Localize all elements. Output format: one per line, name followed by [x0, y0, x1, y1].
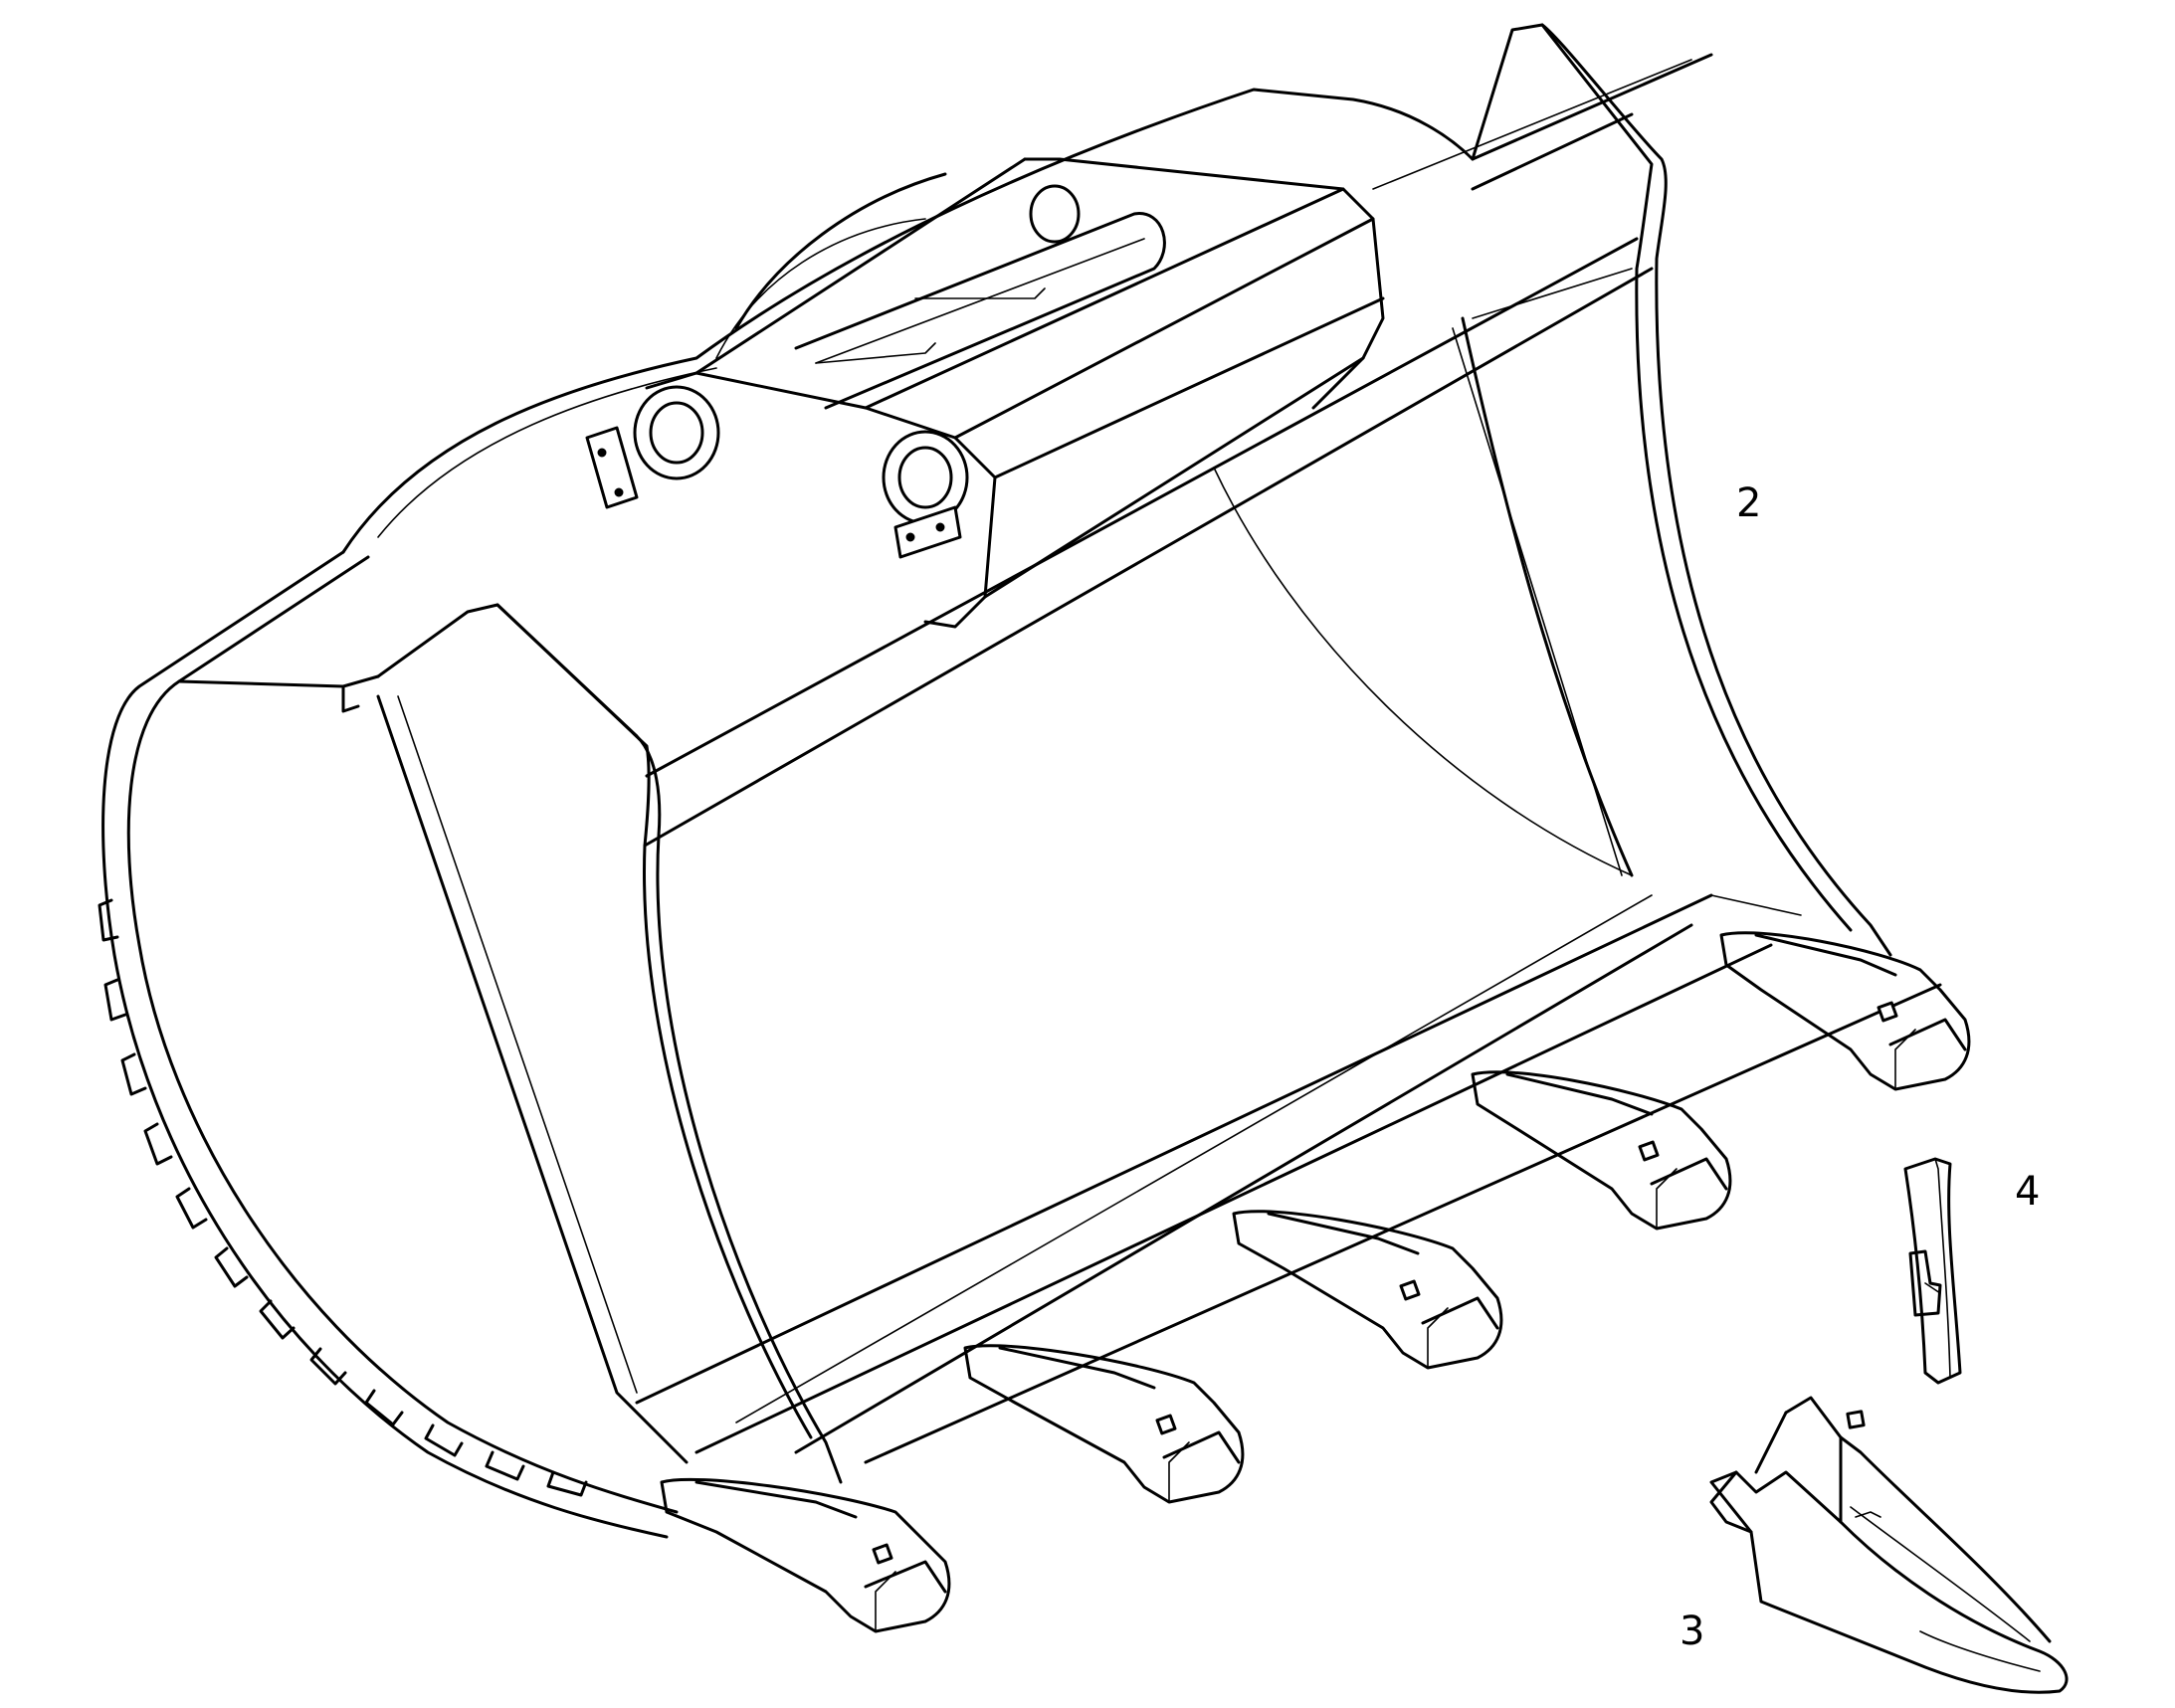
- left-lock-plate: [585, 426, 639, 509]
- top-pin-hole: [1029, 184, 1081, 244]
- tooth-4: [1471, 1070, 1732, 1231]
- part-3-tooth-tip: [1709, 1396, 2069, 1694]
- right-side-plate: [1452, 23, 1892, 957]
- callout-part-3: 3: [1680, 1609, 1705, 1654]
- left-side-plate: [98, 550, 679, 1539]
- bucket-shell: [341, 53, 1713, 554]
- part-4-locking-pin: [1903, 1157, 1962, 1385]
- pin-bosses: [585, 184, 1081, 559]
- callout-part-2: 2: [1736, 480, 1762, 526]
- left-cutting-side: [376, 603, 843, 1484]
- mounting-bracket: [645, 157, 1385, 629]
- tooth-2: [963, 1344, 1245, 1504]
- tooth-5: [1719, 931, 1971, 1091]
- tooth-3: [1232, 1210, 1503, 1370]
- tooth-1: [660, 1477, 951, 1633]
- left-pin-boss: [633, 385, 720, 480]
- cutting-edge: [635, 893, 1942, 1464]
- back-wall: [643, 237, 1693, 1454]
- callout-part-4: 4: [2015, 1169, 2041, 1215]
- right-lock-plate: [893, 505, 962, 559]
- tooth-row: [660, 931, 1971, 1633]
